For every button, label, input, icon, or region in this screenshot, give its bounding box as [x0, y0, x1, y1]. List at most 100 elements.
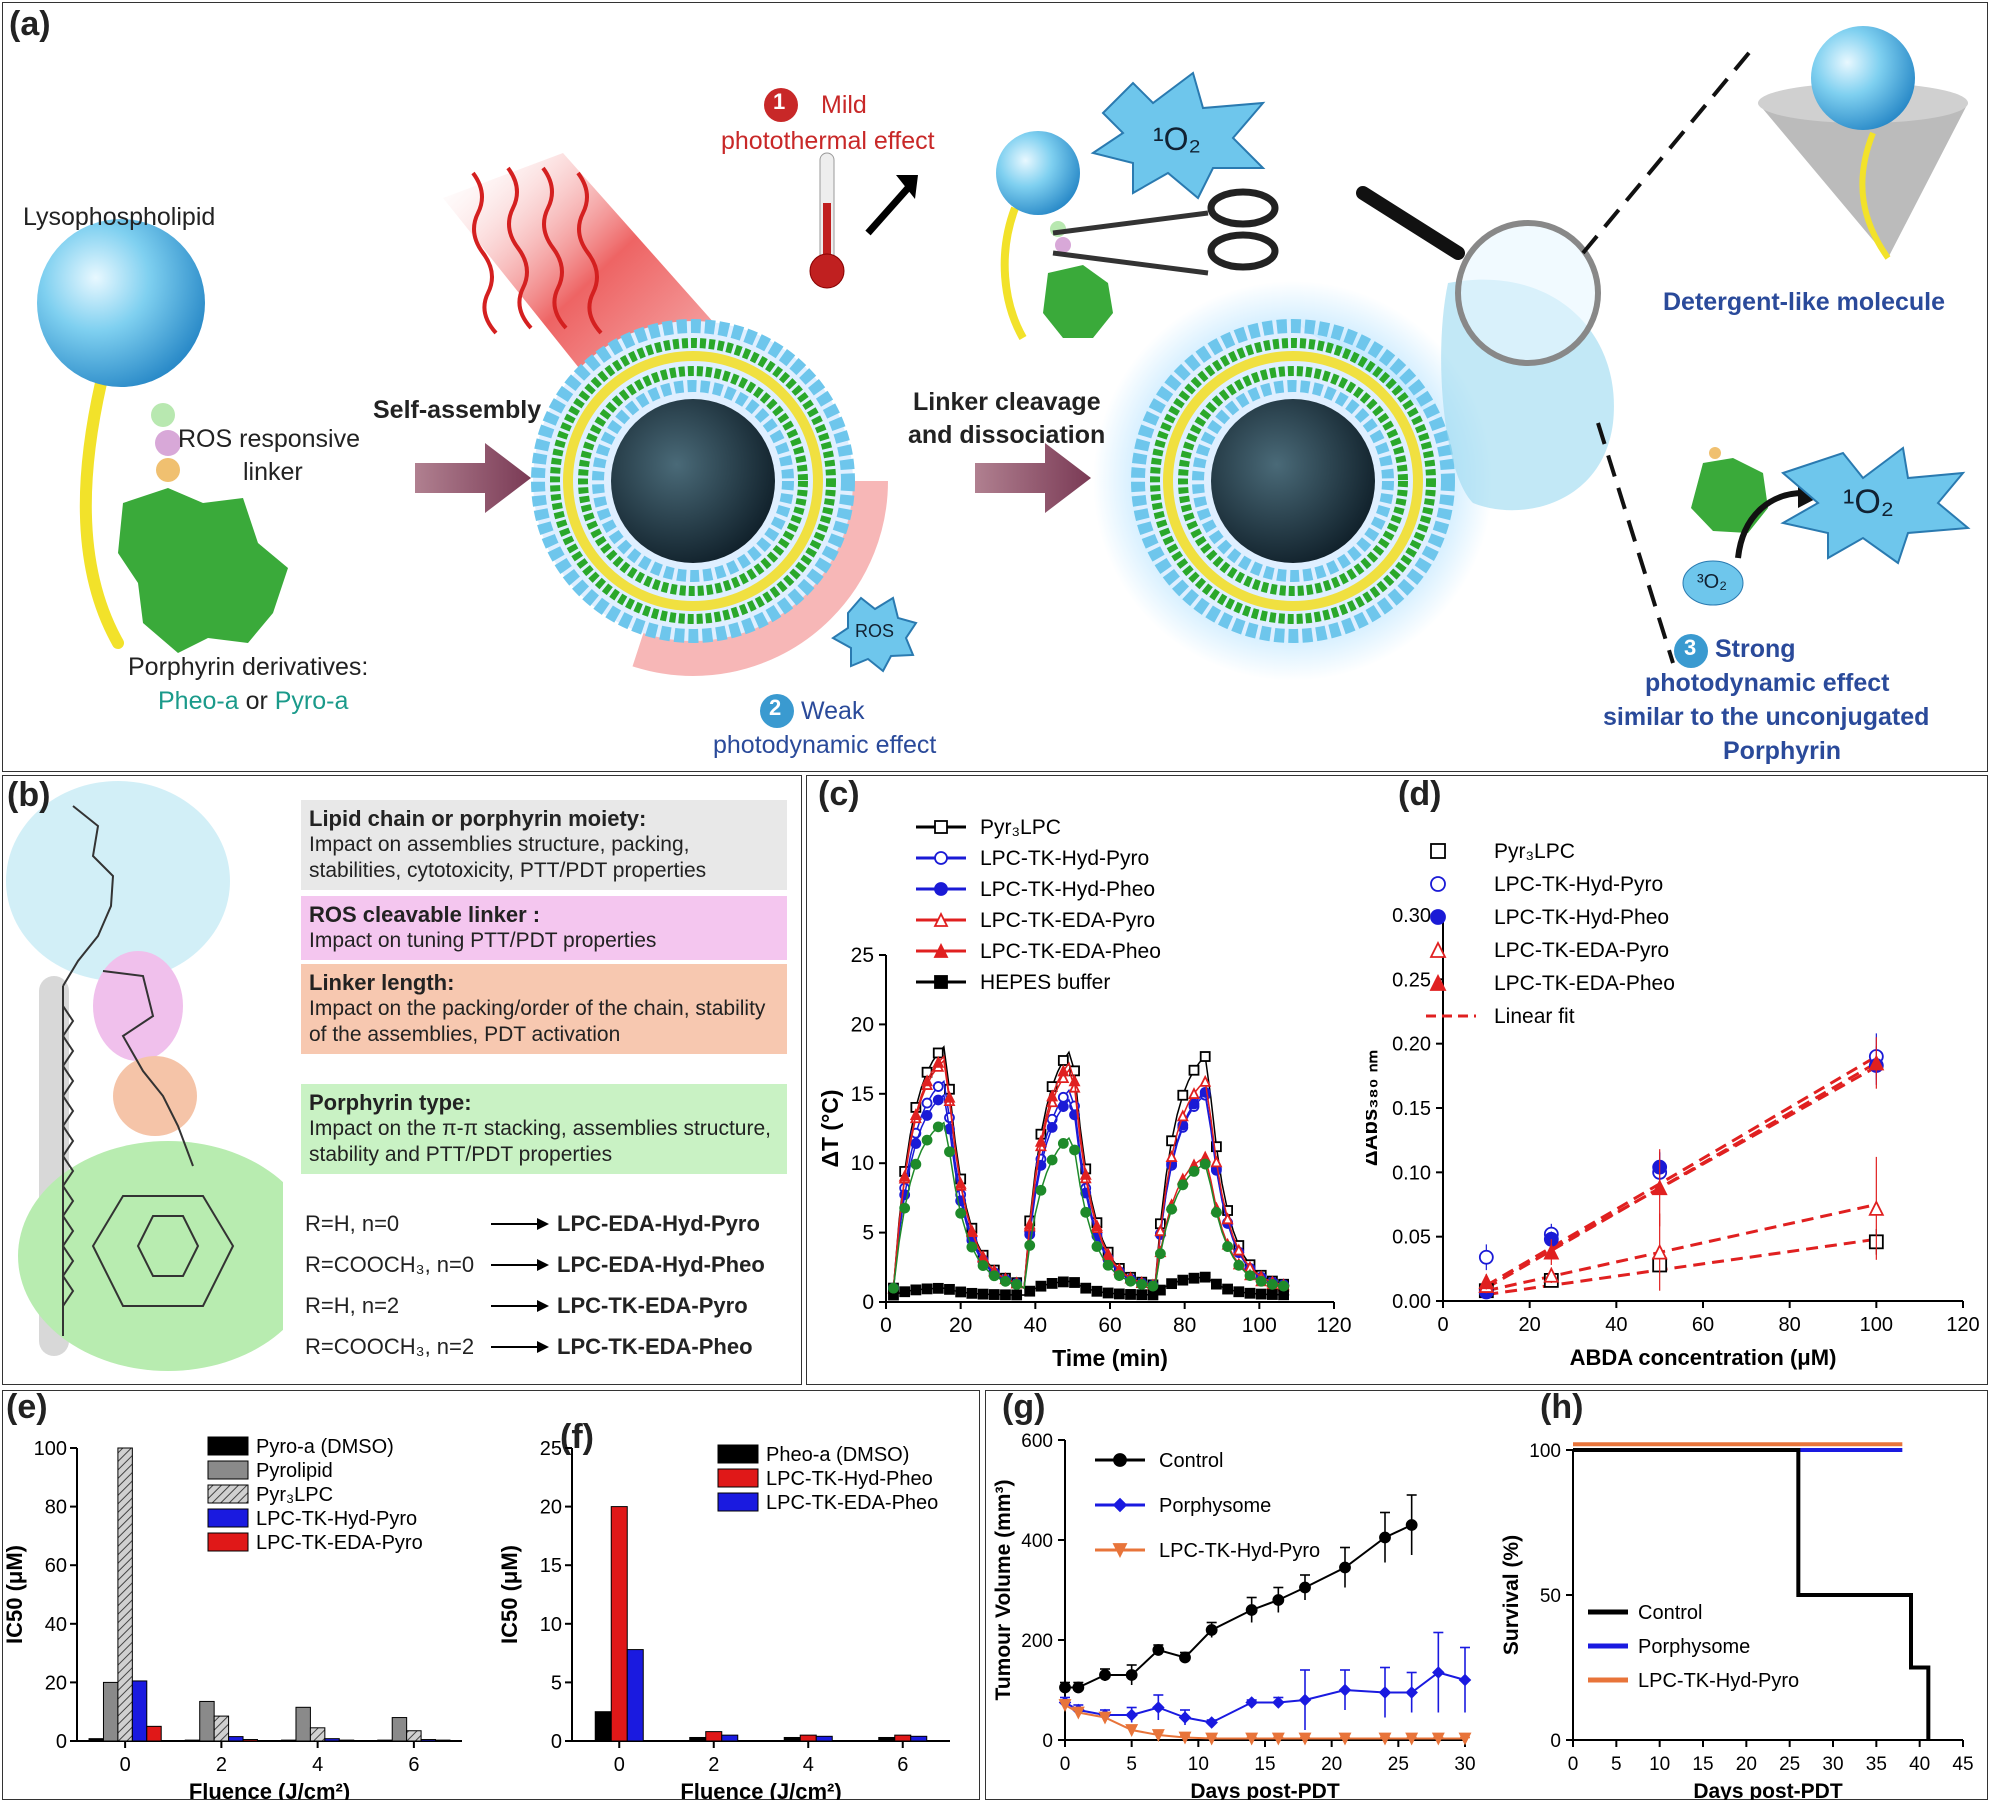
data-point: [1058, 1699, 1072, 1713]
panel-g-label: (g): [1002, 1388, 1046, 1426]
mapping-to: LPC-TK-EDA-Pheo: [557, 1333, 753, 1359]
legend-marker: [1429, 940, 1447, 958]
bar: [391, 1717, 408, 1742]
x-axis-title: ABDA concentration (μM): [1570, 1345, 1837, 1370]
data-point: [1188, 1098, 1200, 1110]
data-point: [954, 1176, 967, 1189]
data-point: [1868, 1054, 1885, 1071]
data-point: [921, 1110, 933, 1121]
ros-linker-label-2: linker: [243, 458, 303, 486]
data-point: [1166, 1278, 1178, 1290]
data-point: [1046, 1089, 1059, 1102]
x-tick-label: 30: [1822, 1754, 1843, 1775]
pheo-label: Pheo-a: [158, 687, 239, 715]
legend-marker: [1430, 876, 1446, 892]
bar: [199, 1700, 215, 1742]
data-point: [1068, 1074, 1081, 1087]
data-point: [1543, 1266, 1560, 1283]
y-tick-label: 100: [1529, 1441, 1561, 1462]
y-tick-label: 0.30: [1392, 905, 1431, 927]
x-tick-label: 4: [803, 1754, 814, 1776]
x-tick-label: 120: [1316, 1314, 1351, 1337]
legend-swatch: [717, 1468, 759, 1488]
y-tick-label: 0: [551, 1731, 562, 1753]
data-point: [1034, 1134, 1047, 1147]
legend-marker: [1112, 1543, 1128, 1559]
data-point: [1205, 1716, 1218, 1729]
bar: [406, 1730, 422, 1742]
data-point: [1405, 1686, 1418, 1699]
series-LPC-TK-Hyd-Pyro: [888, 1079, 1290, 1294]
x-tick-label: 6: [408, 1754, 419, 1776]
data-point: [1098, 1711, 1112, 1725]
data-point: [1272, 1696, 1285, 1709]
bar: [435, 1739, 451, 1742]
y-tick-label: 0.25: [1392, 969, 1431, 991]
y-tick-label: 0.05: [1392, 1227, 1431, 1249]
data-point: [977, 1260, 989, 1271]
linker-length-box: Linker length: Impact on the packing/ord…: [301, 964, 787, 1054]
ros-linker-label-1: ROS responsive: [178, 425, 361, 453]
x-tick-label: 20: [1519, 1314, 1541, 1336]
legend-swatch: [207, 1460, 249, 1480]
legend-marker: [934, 851, 948, 865]
series-LPC-TK-EDA-Pheo: [1478, 1037, 1885, 1290]
data-point: [932, 1121, 944, 1133]
mapping-to: LPC-EDA-Hyd-Pyro: [557, 1210, 760, 1236]
legend-label: HEPES buffer: [980, 971, 1110, 994]
legend-label: LPC-TK-EDA-Pheo: [766, 1492, 938, 1514]
linker-length-title: Linker length:: [309, 970, 455, 995]
data-point: [1000, 1275, 1011, 1287]
data-point: [1210, 1206, 1222, 1218]
bar: [894, 1734, 912, 1742]
data-point: [888, 1282, 899, 1294]
data-point: [1072, 1681, 1085, 1694]
data-point: [1378, 1732, 1392, 1746]
series-line: [892, 1054, 1290, 1291]
y-tick-label: 10: [540, 1614, 562, 1636]
data-point: [955, 1207, 967, 1219]
data-point: [1151, 1729, 1165, 1743]
legend-label: Pheo-a (DMSO): [766, 1444, 909, 1466]
x-tick-label: 10: [1188, 1754, 1209, 1775]
legend-swatch: [717, 1492, 759, 1512]
legend-marker: [1113, 1453, 1127, 1467]
data-point: [1035, 1184, 1047, 1196]
porphyrin-options: Pheo-a or Pyro-a: [158, 687, 348, 716]
data-point: [1379, 1531, 1391, 1544]
data-point: [1405, 1519, 1418, 1531]
series-LPC-TK-EDA-Pheo: [887, 1054, 1290, 1294]
data-point: [1868, 1199, 1885, 1216]
y-tick-label: 200: [1021, 1631, 1053, 1652]
data-point: [1210, 1141, 1222, 1153]
y-axis-title: Survival (%): [1500, 1535, 1523, 1655]
legend-label: LPC-TK-EDA-Pyro: [1494, 939, 1669, 962]
data-point: [966, 1287, 978, 1299]
data-point: [1102, 1259, 1114, 1271]
mapping-arrow: [491, 1299, 549, 1312]
mapping-to: LPC-TK-EDA-Pyro: [557, 1292, 748, 1318]
series-Pyr₃LPC: [1478, 1228, 1884, 1299]
data-point: [1057, 1137, 1069, 1149]
data-point: [1432, 1666, 1445, 1679]
series-LPC-TK-Hyd-Pheo: [1478, 1046, 1884, 1300]
y-tick-label: 25: [851, 944, 874, 967]
bar: [228, 1736, 244, 1742]
ros-linker-title: ROS cleavable linker :: [309, 902, 541, 927]
series-Control: [1573, 1448, 1931, 1740]
data-point: [1176, 1109, 1189, 1122]
data-point: [1125, 1724, 1139, 1738]
pyro-label: Pyro-a: [274, 687, 349, 715]
data-point: [1651, 1243, 1668, 1260]
data-point: [1210, 1278, 1222, 1290]
x-tick-label: 30: [1454, 1754, 1475, 1775]
data-point: [932, 1094, 944, 1106]
data-point: [1405, 1732, 1419, 1746]
data-point: [1090, 1219, 1103, 1232]
data-point: [1272, 1594, 1285, 1606]
x-tick-label: 45: [1952, 1754, 1973, 1775]
singlet-oxygen-label-top: ¹O₂: [1153, 121, 1201, 157]
data-point: [1339, 1561, 1351, 1574]
